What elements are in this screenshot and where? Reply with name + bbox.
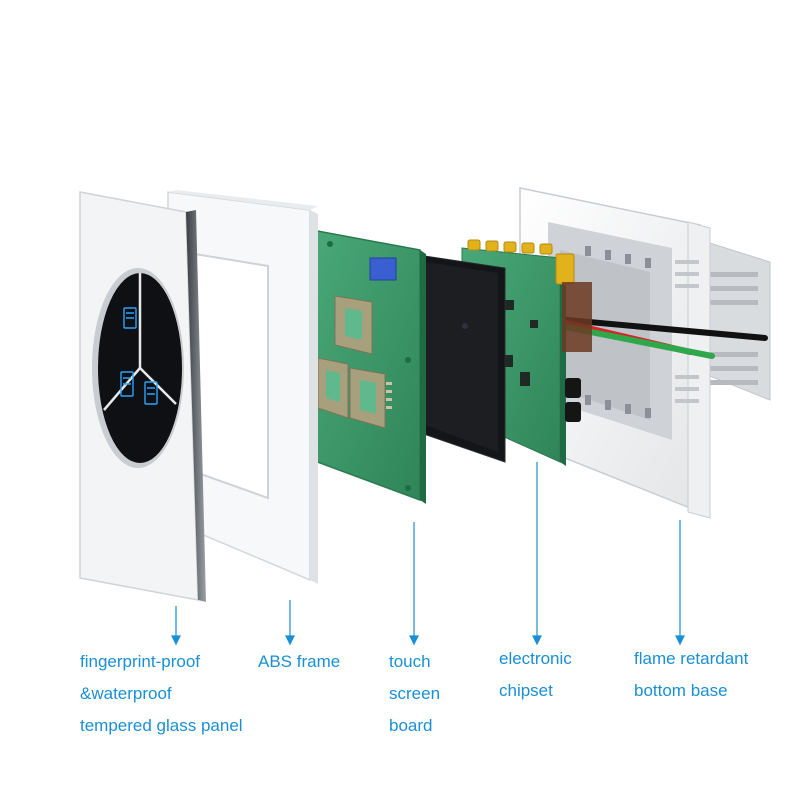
glass-panel bbox=[79, 191, 206, 602]
label-line: fingerprint-proof bbox=[80, 652, 201, 671]
connector-terminals bbox=[467, 239, 575, 285]
label-bottom-base: flame retardant bottom base bbox=[634, 643, 748, 707]
touch-sensor-layer bbox=[417, 254, 506, 463]
base-side-vents bbox=[675, 260, 699, 403]
label-line: bottom base bbox=[634, 681, 728, 700]
label-line: screen bbox=[389, 684, 441, 703]
label-line: ABS frame bbox=[258, 652, 341, 671]
label-chipset: electronic chipset bbox=[499, 643, 572, 707]
label-line: &waterproof bbox=[80, 684, 172, 703]
label-abs-frame: ABS frame bbox=[258, 646, 340, 678]
arrow-down-icon bbox=[409, 522, 419, 646]
base-vent-slots bbox=[710, 272, 758, 385]
board-pins bbox=[386, 382, 392, 409]
base-holes bbox=[585, 246, 651, 418]
touch-screen-board bbox=[311, 229, 426, 504]
arrow-down-icon bbox=[532, 462, 542, 646]
label-line: board bbox=[389, 716, 433, 735]
wifi-icon bbox=[120, 307, 158, 405]
label-line: touch bbox=[389, 652, 431, 671]
abs-frame bbox=[167, 190, 318, 584]
label-glass-panel: fingerprint-proof &waterproof tempered g… bbox=[80, 646, 243, 742]
label-touch-board: touch screen board bbox=[389, 646, 440, 742]
label-line: chipset bbox=[499, 681, 553, 700]
arrow-down-icon bbox=[171, 606, 181, 646]
label-line: flame retardant bbox=[634, 649, 749, 668]
label-line: electronic bbox=[499, 649, 572, 668]
label-line: tempered glass panel bbox=[80, 716, 243, 735]
switch-circle bbox=[92, 268, 184, 468]
chip-capacitors bbox=[565, 378, 581, 422]
arrow-down-icon bbox=[675, 520, 685, 646]
arrow-down-icon bbox=[285, 600, 295, 646]
callout-arrows bbox=[171, 462, 685, 646]
